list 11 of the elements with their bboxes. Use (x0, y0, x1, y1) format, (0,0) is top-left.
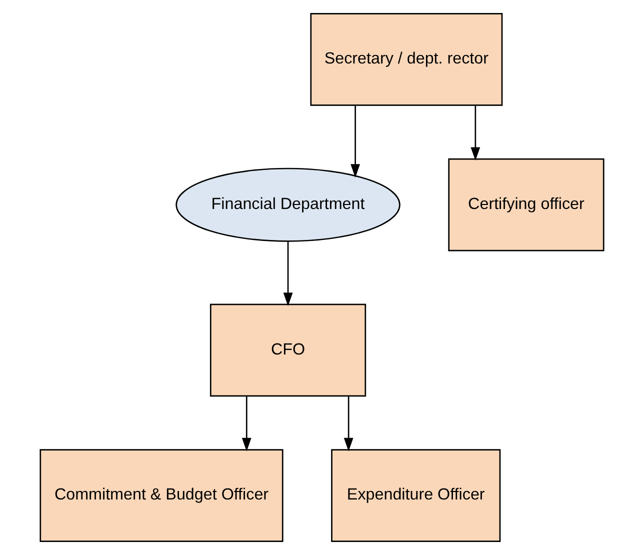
arrow (282, 242, 292, 306)
node-box: CFO (209, 304, 366, 397)
node-box: Expenditure Officer (330, 449, 500, 542)
arrow (343, 396, 353, 452)
node-box: Secretary / dept. rector (310, 13, 502, 106)
arrow (470, 105, 480, 161)
node-ellipse: Financial Department (175, 168, 400, 242)
arrow (241, 396, 251, 452)
arrow (350, 105, 360, 178)
node-box: Commitment & Budget Officer (39, 449, 283, 542)
node-box: Certifying officer (448, 158, 604, 252)
